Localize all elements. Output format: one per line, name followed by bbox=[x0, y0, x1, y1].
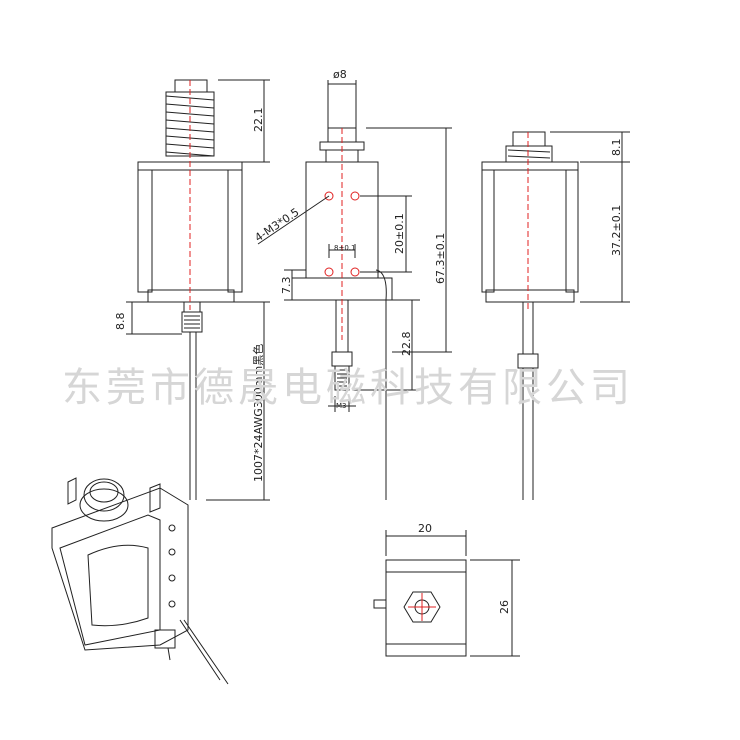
dim-plunger-dia-label: ø8 bbox=[333, 68, 347, 81]
dim-top-label: 8.1 bbox=[610, 139, 623, 157]
dim-width-label: 20 bbox=[418, 522, 432, 535]
rear-view bbox=[481, 131, 630, 500]
dim-mount-offset-label: 7.3 bbox=[280, 277, 293, 295]
side-view bbox=[257, 80, 452, 500]
mount-holes bbox=[324, 191, 360, 277]
top-view bbox=[373, 530, 520, 657]
dim-body-label: 37.2±0.1 bbox=[610, 205, 623, 256]
dim-spring-label: 22.1 bbox=[252, 108, 265, 133]
dim-hole-spacing-v-label: 20±0.1 bbox=[393, 213, 406, 254]
front-view bbox=[126, 79, 270, 501]
watermark: 东莞市德晟电磁科技有限公司 bbox=[62, 365, 634, 411]
dim-height-label: 26 bbox=[498, 600, 511, 614]
dim-total-length-label: 67.3±0.1 bbox=[434, 233, 447, 284]
dim-bottom-label: 8.8 bbox=[114, 313, 127, 331]
dim-holes-label: 4-M3*0.5 bbox=[252, 205, 301, 244]
dim-shaft-label: 22.8 bbox=[400, 332, 413, 357]
isometric-view bbox=[51, 477, 229, 685]
dim-thread-label: M3 bbox=[336, 402, 347, 410]
dim-hole-spacing-h-label: 8±0.1 bbox=[334, 244, 355, 252]
wire-spec-label: 1007*24AWG300mm黑色 bbox=[251, 344, 265, 482]
